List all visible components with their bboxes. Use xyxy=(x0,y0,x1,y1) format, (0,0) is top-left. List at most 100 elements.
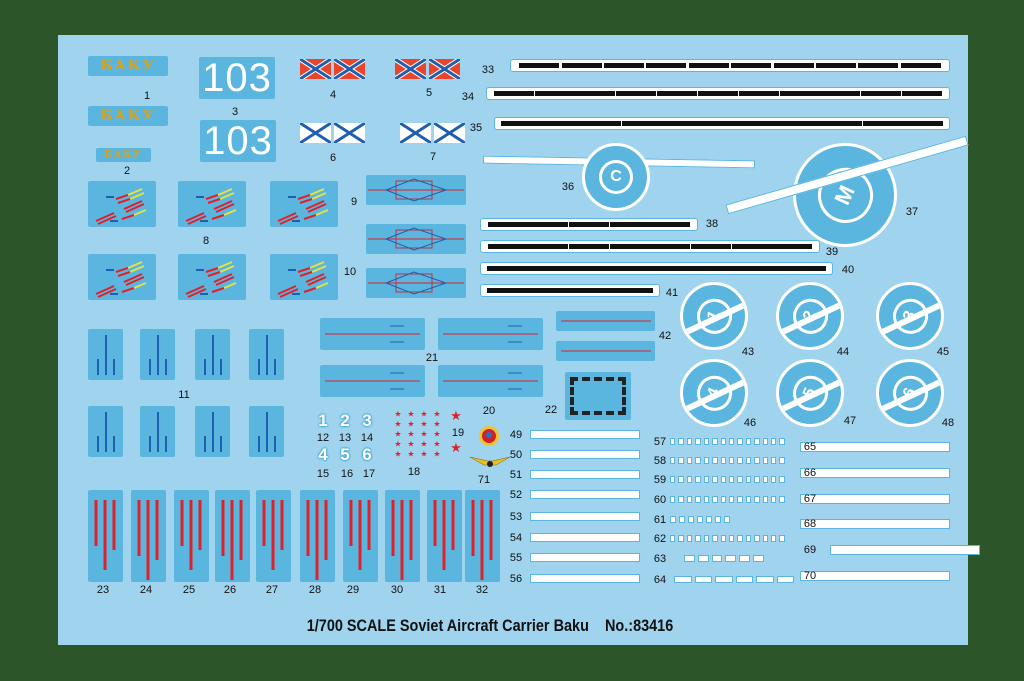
decal-number-label: 14 xyxy=(360,432,374,444)
decal-digit: 6 xyxy=(362,445,372,464)
decal-number-label: 21 xyxy=(425,352,439,364)
decal-number-label: 18 xyxy=(407,466,421,478)
decal-vertical-marking xyxy=(195,406,230,457)
naval-flag-icon xyxy=(432,120,467,146)
decal-number-label: 19 xyxy=(451,427,465,439)
decal-red-stripes xyxy=(174,490,209,582)
decal-red-stripes xyxy=(427,490,462,582)
star-icon: ★ xyxy=(450,440,462,455)
decal-number-label: 7 xyxy=(429,151,437,163)
decal-numbered-circle: 3 xyxy=(876,282,944,350)
naval-flag-icon xyxy=(398,120,433,146)
decal-white-strip xyxy=(830,545,980,555)
jack-flag-icon xyxy=(332,56,367,82)
decal-white-strip xyxy=(530,533,640,542)
decal-deck-stripe xyxy=(480,284,660,297)
decal-numbered-circle: 2 xyxy=(776,282,844,350)
decal-number-label: 3 xyxy=(231,106,239,118)
decal-number-label: 43 xyxy=(741,346,755,358)
decal-deck-stripe xyxy=(494,117,950,130)
decal-number-label: 8 xyxy=(202,235,210,247)
decal-number-label: 1 xyxy=(143,90,151,102)
decal-deck-stripe xyxy=(486,87,950,100)
decal-number-label: 2 xyxy=(123,165,131,177)
star-icon: ★ xyxy=(420,419,428,429)
decal-number-label: 64 xyxy=(653,574,667,586)
star-icon: ★ xyxy=(450,408,462,423)
decal-number-label: 23 xyxy=(96,584,110,596)
decal-vertical-marking xyxy=(249,406,284,457)
decal-white-strip xyxy=(530,512,640,521)
decal-vertical-marking xyxy=(195,329,230,380)
decal-deck-stripe xyxy=(510,59,950,72)
decal-number-label: 52 xyxy=(509,489,523,501)
decal-deck-line xyxy=(438,318,543,350)
decal-red-stripes xyxy=(88,490,123,582)
decal-deck-line xyxy=(320,365,425,397)
decal-red-stripes xyxy=(131,490,166,582)
decal-numbered-circle: 4 xyxy=(680,359,748,427)
decal-number-label: 54 xyxy=(509,532,523,544)
star-icon: ★ xyxy=(407,409,415,419)
decal-number-label: 25 xyxy=(182,584,196,596)
decal-red-stripes xyxy=(256,490,291,582)
decal-number-label: 29 xyxy=(346,584,360,596)
decal-deck-line xyxy=(320,318,425,350)
decal-numbered-circle: 5 xyxy=(776,359,844,427)
decal-dashed-strip xyxy=(670,457,785,464)
decal-number-label: 11 xyxy=(178,389,190,401)
decal-number-label: 68 xyxy=(803,518,817,530)
decal-number-label: 46 xyxy=(743,417,757,429)
decal-number-label: 27 xyxy=(265,584,279,596)
decal-white-strip xyxy=(530,553,640,562)
decal-number-label: 24 xyxy=(139,584,153,596)
star-icon: ★ xyxy=(407,419,415,429)
decal-dashed-strip xyxy=(670,535,785,542)
decal-number-label: 33 xyxy=(481,64,495,76)
decal-number-label: 48 xyxy=(941,417,955,429)
decal-missile-marking xyxy=(178,181,246,227)
decal-vertical-marking xyxy=(249,329,284,380)
decal-number-label: 9 xyxy=(350,196,358,208)
decal-baku-name: БАКУ xyxy=(88,56,168,76)
decal-number-label: 36 xyxy=(561,181,575,193)
decal-digit: 1 xyxy=(318,411,328,430)
star-icon: ★ xyxy=(420,409,428,419)
decal-number-label: 38 xyxy=(705,218,719,230)
decal-missile-marking xyxy=(88,181,156,227)
decal-number-label: 70 xyxy=(803,570,817,582)
wings-insignia-icon xyxy=(469,455,511,469)
decal-white-strip xyxy=(530,450,640,459)
decal-baku-name: БАКУ xyxy=(88,106,168,126)
decal-numbered-circle: 6 xyxy=(876,359,944,427)
star-icon: ★ xyxy=(420,439,428,449)
decal-number-label: 69 xyxy=(803,544,817,556)
decal-number-label: 6 xyxy=(329,152,337,164)
decal-number-label: 42 xyxy=(658,330,672,342)
star-icon: ★ xyxy=(433,429,441,439)
decal-number-label: 39 xyxy=(825,246,839,258)
naval-flag-icon xyxy=(298,120,333,146)
decal-number-label: 56 xyxy=(509,573,523,585)
decal-elevator-frame xyxy=(565,372,631,420)
decal-deck-line xyxy=(438,365,543,397)
jack-flag-icon xyxy=(427,56,462,82)
decal-number-label: 10 xyxy=(343,266,357,278)
decal-hull-number: 103 xyxy=(200,119,276,163)
decal-number-label: 50 xyxy=(509,449,523,461)
jack-flag-icon xyxy=(393,56,428,82)
decal-number-label: 59 xyxy=(653,474,667,486)
star-icon: ★ xyxy=(394,449,402,459)
decal-deck-marking xyxy=(366,175,466,205)
decal-dashed-strip xyxy=(684,555,764,562)
decal-missile-marking xyxy=(178,254,246,300)
sheet-caption: 1/700 SCALE Soviet Aircraft Carrier Baku… xyxy=(74,616,907,636)
decal-number-label: 55 xyxy=(509,552,523,564)
caption-title: 1/700 SCALE Soviet Aircraft Carrier Baku xyxy=(306,616,589,635)
decal-red-stripes xyxy=(385,490,420,582)
decal-missile-marking xyxy=(88,254,156,300)
decal-red-stripes xyxy=(343,490,378,582)
decal-digit: 4 xyxy=(318,445,328,464)
decal-number-label: 49 xyxy=(509,429,523,441)
decal-white-strip xyxy=(530,430,640,439)
